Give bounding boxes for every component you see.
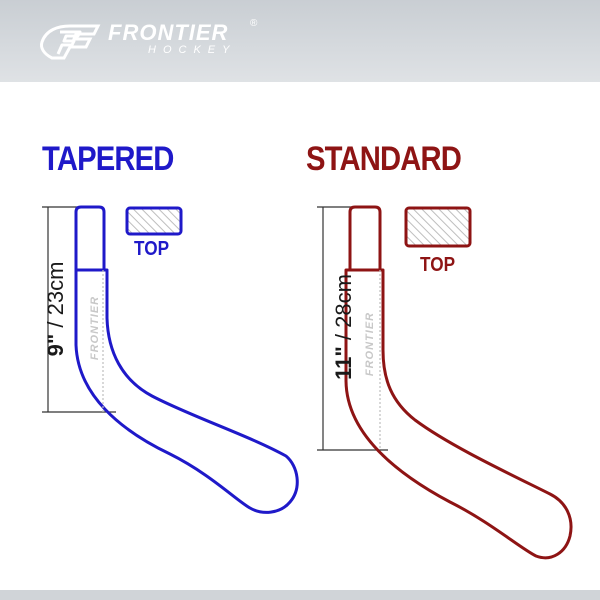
standard-length-imperial: 11"	[331, 346, 356, 380]
standard-title: STANDARD	[306, 140, 462, 178]
standard-shaft-top	[348, 205, 382, 270]
frontier-f-logo-icon	[40, 24, 101, 60]
tapered-length-imperial: 9"	[43, 333, 68, 357]
tapered-top-section	[125, 206, 183, 236]
brand-name: FRONTIER	[108, 20, 229, 45]
tapered-blade-brand: FRONTIER	[89, 295, 101, 361]
registered-mark: ®	[250, 18, 258, 29]
tapered-measure-bracket	[42, 206, 116, 413]
tapered-length-metric: / 23cm	[43, 261, 68, 334]
tapered-length-label: 9" / 23cm	[43, 239, 69, 379]
standard-length-metric: / 28cm	[331, 274, 356, 347]
diagram-area	[0, 82, 600, 590]
tapered-top-label: TOP	[134, 238, 170, 260]
header-banner: FRONTIER ® HOCKEY	[0, 0, 600, 82]
standard-blade-brand: FRONTIER	[364, 311, 376, 377]
tapered-stick	[74, 205, 299, 514]
standard-stick	[344, 205, 573, 560]
standard-top-label: TOP	[420, 254, 456, 276]
standard-length-label: 11" / 28cm	[331, 247, 357, 407]
footer-bar	[0, 590, 600, 600]
tapered-title: TAPERED	[42, 140, 174, 178]
tapered-blade-outline	[74, 268, 299, 514]
standard-top-section	[404, 206, 472, 248]
standard-blade-outline	[344, 268, 573, 560]
tapered-shaft-tip	[74, 205, 106, 270]
brand-subtitle: HOCKEY	[148, 44, 237, 56]
